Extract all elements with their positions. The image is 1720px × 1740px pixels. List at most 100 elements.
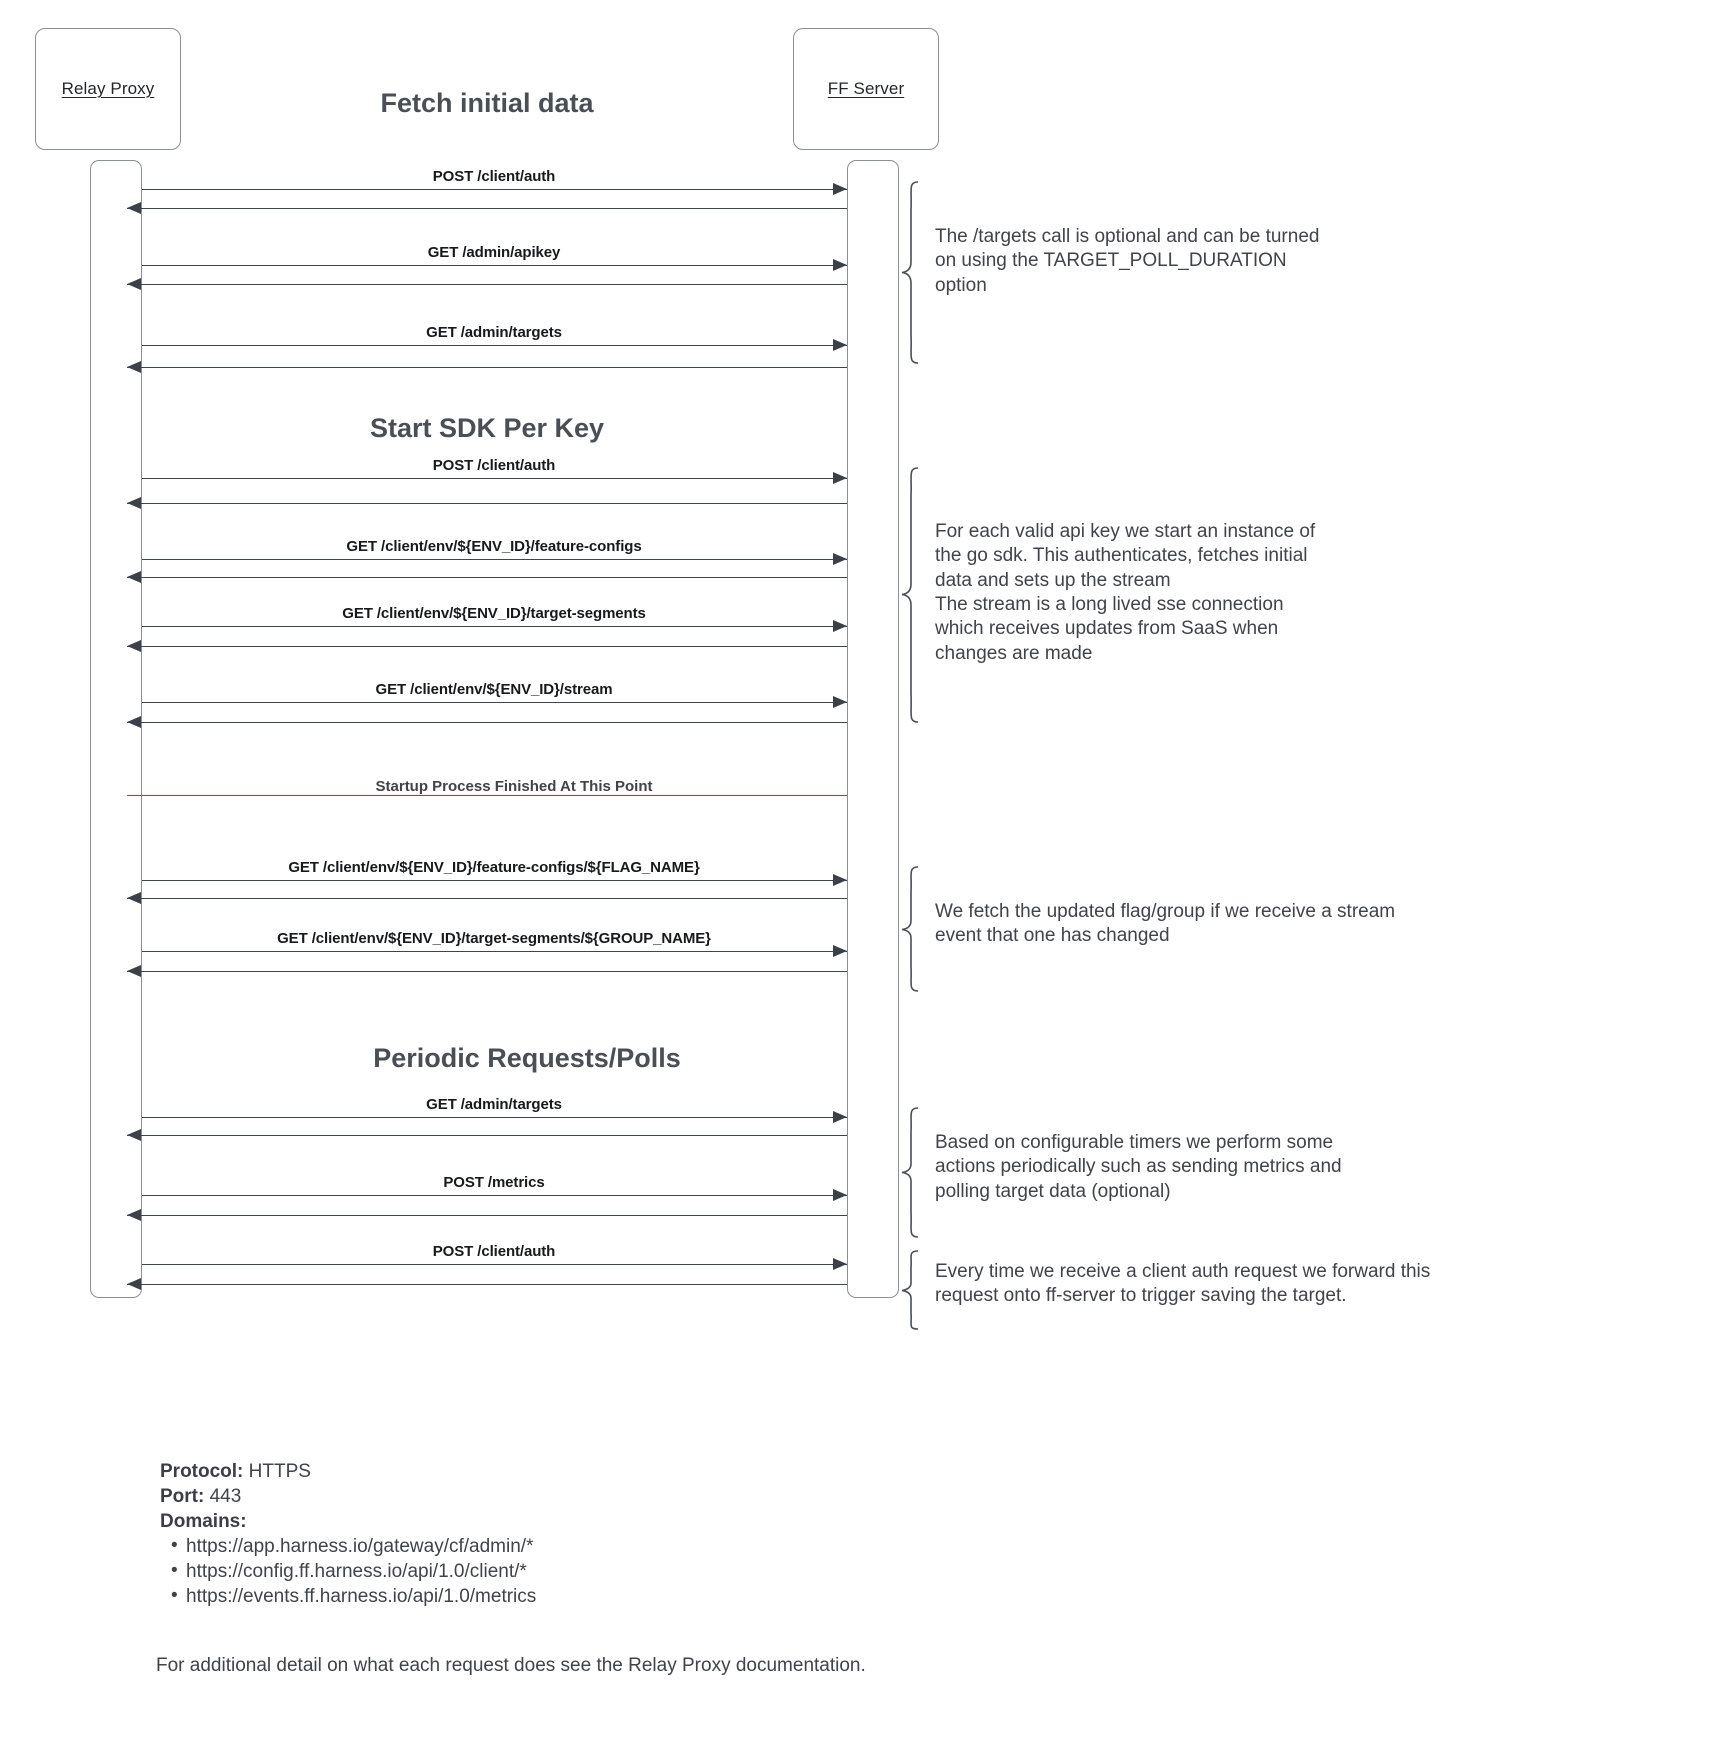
footer-protocol-key: Protocol: [160,1461,244,1482]
message-m1-label: POST /client/auth [432,168,556,185]
footer-domain-item: https://app.harness.io/gateway/cf/admin/… [171,1533,536,1559]
section-title-start-sdk-per-key: Start SDK Per Key [369,413,605,443]
message-m10-line [127,577,847,578]
message-m14-arrowhead [127,715,141,728]
divider-line [127,795,847,796]
message-m3-line [142,265,847,266]
annotation-targets-optional-text: The /targets call is optional and can be… [935,226,1320,296]
message-m5-label: GET /admin/targets [426,324,562,341]
message-m11-arrowhead [833,619,847,632]
message-m3-arrowhead [833,258,847,271]
annotation-stream-update-text: We fetch the updated flag/group if we re… [935,901,1396,947]
divider-label: Startup Process Finished At This Point [375,778,653,795]
message-m5-arrowhead [833,338,847,351]
message-m1-line [142,189,847,190]
message-m10-arrowhead [127,570,141,583]
footer-domain-item: https://config.ff.harness.io/api/1.0/cli… [171,1558,536,1584]
message-m13-label: GET /client/env/${ENV_ID}/stream [375,681,613,698]
footer-domains-key: Domains: [160,1511,247,1533]
participant-relay-proxy[interactable]: Relay Proxy [35,28,181,150]
message-m19-label: GET /admin/targets [426,1096,562,1113]
message-m2-arrowhead [127,201,141,214]
footer-port-value: 443 [209,1486,242,1508]
message-m19-arrowhead [833,1110,847,1123]
annotation-configurable-timers: Based on configurable timers we perform … [900,1106,1520,1239]
message-m12-arrowhead [127,639,141,652]
message-m21-arrowhead [833,1188,847,1201]
message-m24-line [127,1284,847,1285]
brace-icon [901,1107,919,1238]
message-m11-label: GET /client/env/${ENV_ID}/target-segment… [342,605,646,622]
message-m13-arrowhead [833,695,847,708]
annotation-targets-optional: The /targets call is optional and can be… [900,180,1500,365]
message-m8-line [127,503,847,504]
brace-icon [901,467,919,723]
annotation-client-auth-forward-text: Every time we receive a client auth requ… [935,1261,1431,1307]
message-m13-line [142,702,847,703]
message-m8-arrowhead [127,496,141,509]
message-m7-arrowhead [833,471,847,484]
message-m14-line [127,722,847,723]
annotation-sdk-instance-text: For each valid api key we start an insta… [935,521,1316,664]
message-m9-line [142,559,847,560]
message-m15-arrowhead [833,873,847,886]
message-m7-line [142,478,847,479]
lifeline-ff-server [847,160,899,1298]
annotation-sdk-instance: For each valid api key we start an insta… [900,466,1500,724]
message-m11-line [142,626,847,627]
section-title-periodic-requests: Periodic Requests/Polls [373,1043,681,1073]
message-m9-arrowhead [833,552,847,565]
annotation-client-auth-forward: Every time we receive a client auth requ… [900,1249,1540,1331]
footer-protocol-value: HTTPS [248,1461,311,1482]
annotation-configurable-timers-text: Based on configurable timers we perform … [935,1132,1342,1202]
annotation-stream-update: We fetch the updated flag/group if we re… [900,865,1540,993]
participant-ff-server-label: FF Server [827,79,905,98]
message-m23-label: POST /client/auth [432,1243,556,1260]
footer-note: For additional detail on what each reque… [156,1655,866,1676]
footer-info: Protocol: HTTPS Port: 443 Domains: https… [160,1459,536,1609]
message-m5-line [142,345,847,346]
message-m4-arrowhead [127,277,141,290]
message-m6-arrowhead [127,360,141,373]
message-m15-line [142,880,847,881]
message-m23-arrowhead [833,1257,847,1270]
message-m4-line [127,284,847,285]
footer-domain-item: https://events.ff.harness.io/api/1.0/met… [171,1583,536,1609]
message-m20-line [127,1135,847,1136]
message-m18-line [127,971,847,972]
section-title-fetch-initial-data: Fetch initial data [380,88,594,118]
message-m2-line [127,208,847,209]
message-m1-arrowhead [833,182,847,195]
participant-relay-proxy-label: Relay Proxy [61,79,155,98]
message-m3-label: GET /admin/apikey [427,244,561,261]
footer-domain-list: https://app.harness.io/gateway/cf/admin/… [160,1533,536,1609]
footer-domains-row: Domains: [160,1509,536,1534]
message-m12-line [127,646,847,647]
message-m17-line [142,951,847,952]
message-m17-label: GET /client/env/${ENV_ID}/target-segment… [277,930,711,947]
message-m9-label: GET /client/env/${ENV_ID}/feature-config… [346,538,642,555]
message-m22-line [127,1215,847,1216]
participant-ff-server[interactable]: FF Server [793,28,939,150]
brace-icon [901,866,919,992]
message-m15-label: GET /client/env/${ENV_ID}/feature-config… [288,859,700,876]
footer-port-key: Port: [160,1486,205,1508]
brace-icon [901,181,919,364]
message-m20-arrowhead [127,1128,141,1141]
message-m6-line [127,367,847,368]
message-m18-arrowhead [127,964,141,977]
message-m23-line [142,1264,847,1265]
message-m7-label: POST /client/auth [432,457,556,474]
message-m22-arrowhead [127,1208,141,1221]
message-m16-line [127,898,847,899]
brace-icon [901,1250,919,1330]
message-m16-arrowhead [127,891,141,904]
message-m24-arrowhead [127,1277,141,1290]
message-m17-arrowhead [833,944,847,957]
footer-protocol-row: Protocol: HTTPS [160,1459,536,1484]
lifeline-relay-proxy [90,160,142,1298]
message-m21-label: POST /metrics [443,1174,545,1191]
message-m21-line [142,1195,847,1196]
footer-port-row: Port: 443 [160,1484,536,1509]
